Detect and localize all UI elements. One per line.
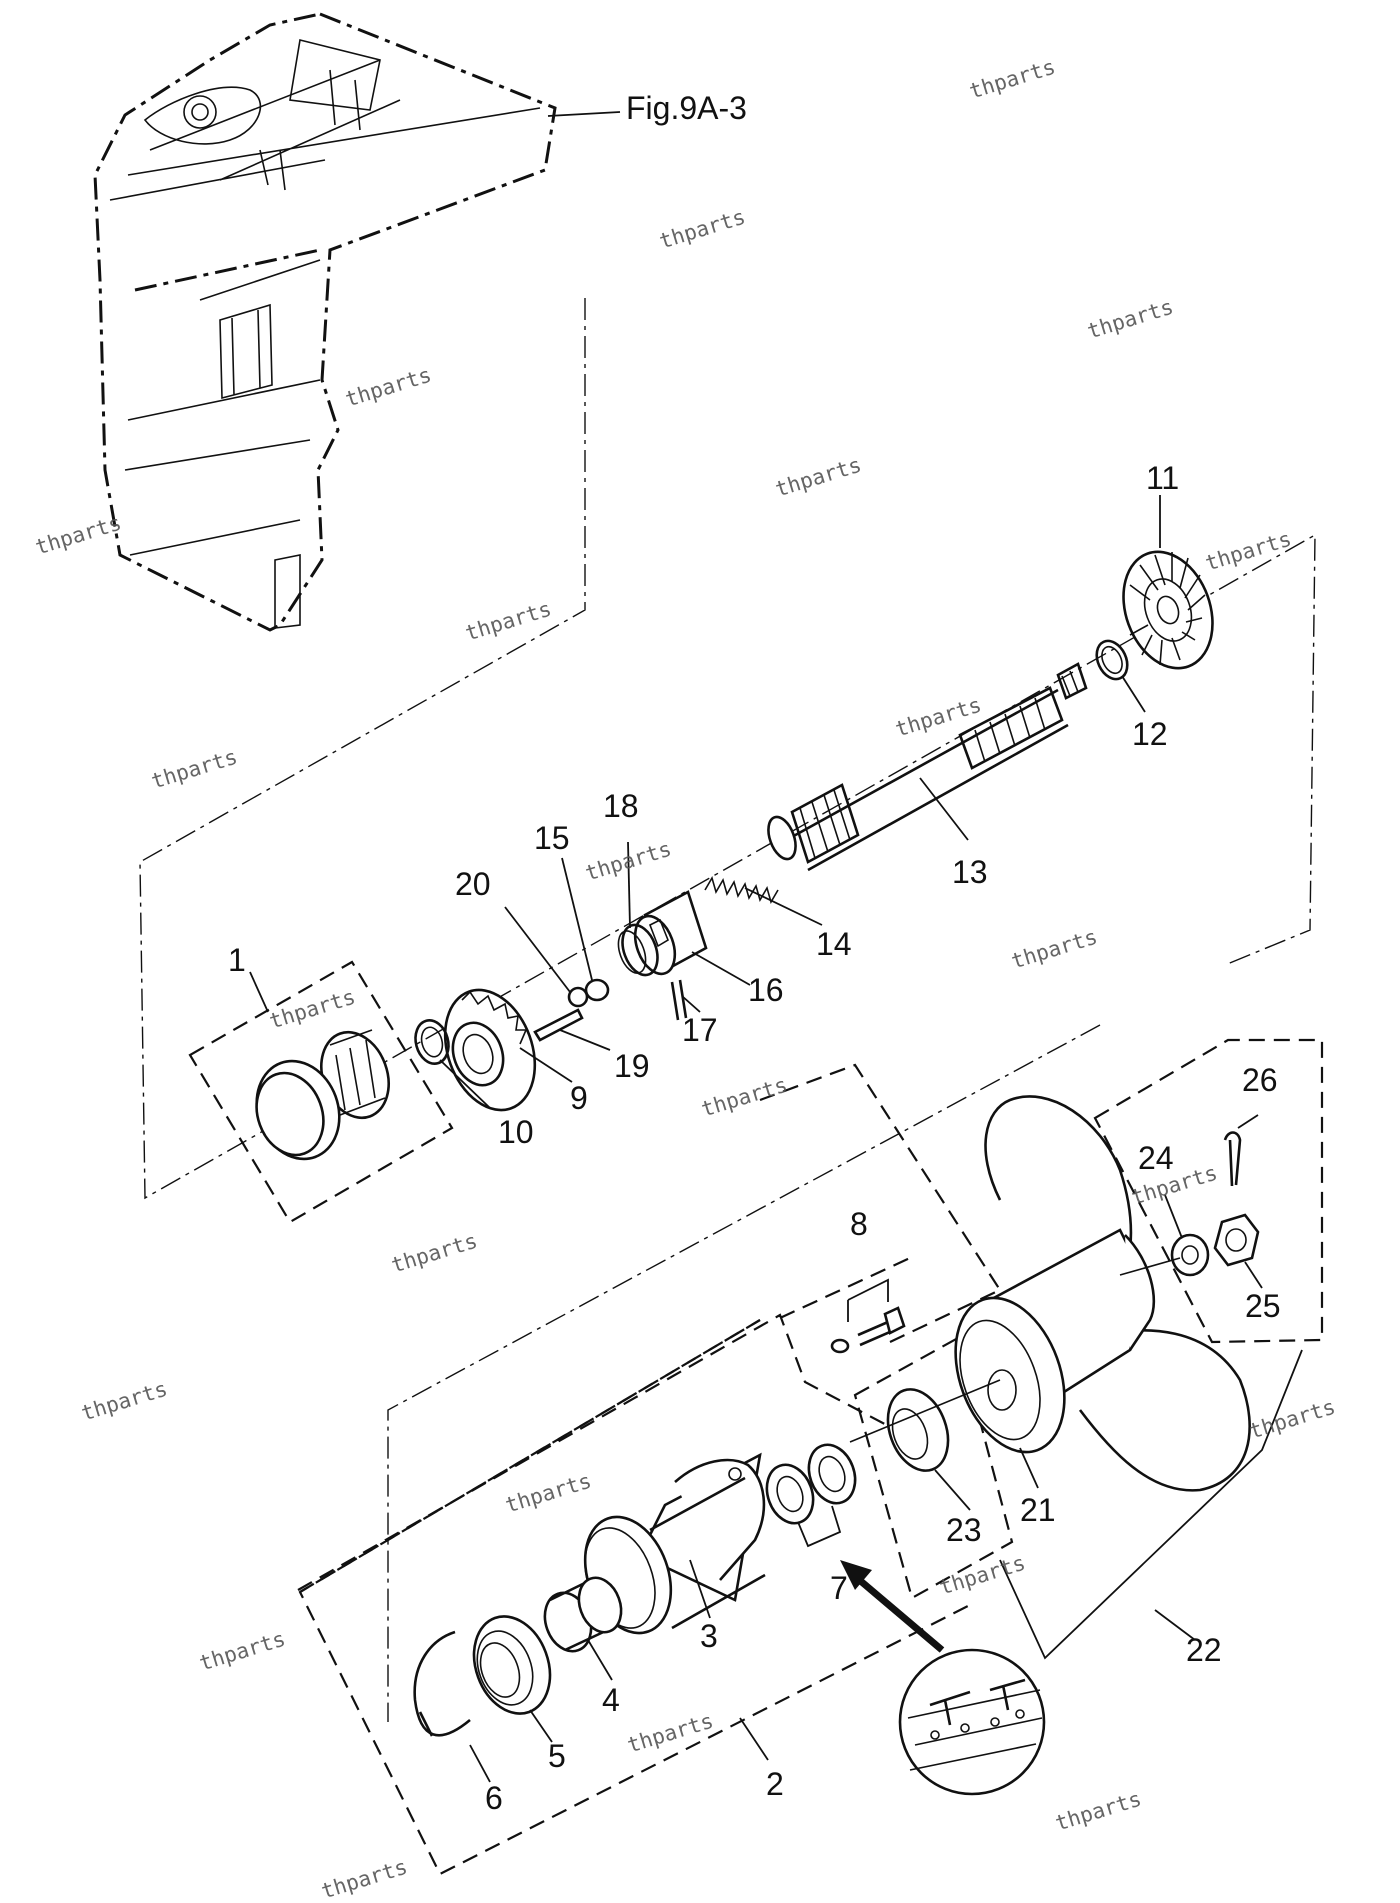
leader-2 [739,1717,769,1761]
leader-24 [1164,1194,1183,1239]
leader-5 [529,1709,553,1743]
propeller [954,1095,1251,1492]
leader-6 [469,1744,491,1783]
circlip [413,1630,471,1737]
part-label-8: 8 [850,1206,868,1242]
spacer-group-box [853,1336,1014,1600]
part-label-17: 17 [682,1012,718,1048]
leader-9 [519,1047,573,1083]
tapered-roller-bearing [255,1029,390,1161]
forward-gear [1122,550,1214,670]
seal-detail-circle [898,1648,1046,1796]
part-label-3: 3 [700,1618,718,1654]
propeller-shaft [767,662,1088,872]
part-label-26: 26 [1242,1062,1278,1098]
part-label-20: 20 [455,866,491,902]
fig-ref-leader [547,111,621,117]
leader-15 [561,857,593,981]
shaft-group-boundary [139,298,1316,1722]
ball-bearing [472,1615,552,1715]
cam-follower [533,1008,584,1042]
detail-arrow [847,1569,945,1653]
prop-washer [1170,1233,1210,1277]
bolt-and-washer [830,1306,906,1354]
leader-3 [689,1559,711,1619]
part-label-23: 23 [946,1512,982,1548]
bearing-housing [583,1452,766,1635]
shift-spring [704,875,779,905]
part-label-19: 19 [614,1048,650,1084]
oil-seals [765,1443,857,1525]
leader-1 [249,971,269,1013]
cross-pin [670,979,688,1021]
leader-21 [1019,1447,1039,1489]
leader-20 [504,906,571,993]
shim-12 [1095,639,1129,681]
part-label-21: 21 [1020,1492,1056,1528]
lower-casing-outline [93,12,557,632]
reverse-gear [443,988,537,1112]
detail-arrow-head [840,1560,872,1590]
shaft-axis [849,1257,1181,1443]
part-label-4: 4 [602,1682,620,1718]
part-label-16: 16 [748,972,784,1008]
part-label-15: 15 [534,820,570,856]
leader-7 [797,1505,842,1548]
thrust-spacer [886,1388,950,1472]
part-label-10: 10 [498,1114,534,1150]
part-label-11: 11 [1146,460,1180,496]
shim-10 [414,1019,450,1065]
leader-8 [847,1278,889,1322]
part-label-6: 6 [485,1780,503,1816]
leader-22 [999,1349,1303,1660]
part-label-13: 13 [952,854,988,890]
leader-10 [439,1059,491,1109]
leader-16 [691,951,751,986]
leader-25 [1244,1261,1263,1289]
leader-14 [744,887,823,926]
part-label-12: 12 [1132,716,1168,752]
part-label-22: 22 [1186,1632,1222,1668]
needle-bearing [543,1576,623,1653]
leader-19 [559,1029,611,1051]
prop-nut [1213,1213,1260,1267]
part-label-5: 5 [548,1738,566,1774]
leader-12 [1121,675,1146,713]
nut-group-box [1093,1038,1324,1344]
clutch-spring-clip [617,923,659,977]
leader-23 [934,1469,971,1511]
part-label-18: 18 [603,788,639,824]
bearing-group-box [188,960,454,1224]
cotter-pin [1223,1131,1242,1187]
leader-17 [681,995,701,1013]
leader-18 [627,841,631,929]
part-label-7: 7 [830,1570,848,1606]
part-label-1: 1 [228,942,246,978]
part-label-25: 25 [1245,1288,1281,1324]
dog-clutch [633,890,708,976]
leader-13 [919,777,969,841]
shift-plunger [567,978,610,1008]
leader-26 [1237,1114,1259,1129]
housing-group-box-top [299,1319,761,1593]
housing-group-box [297,1063,1002,1876]
figure-reference: Fig.9A-3 [626,90,747,126]
part-label-24: 24 [1138,1140,1174,1176]
leader-4 [587,1639,613,1681]
part-label-9: 9 [570,1080,588,1116]
part-label-2: 2 [766,1766,784,1802]
part-label-14: 14 [816,926,852,962]
